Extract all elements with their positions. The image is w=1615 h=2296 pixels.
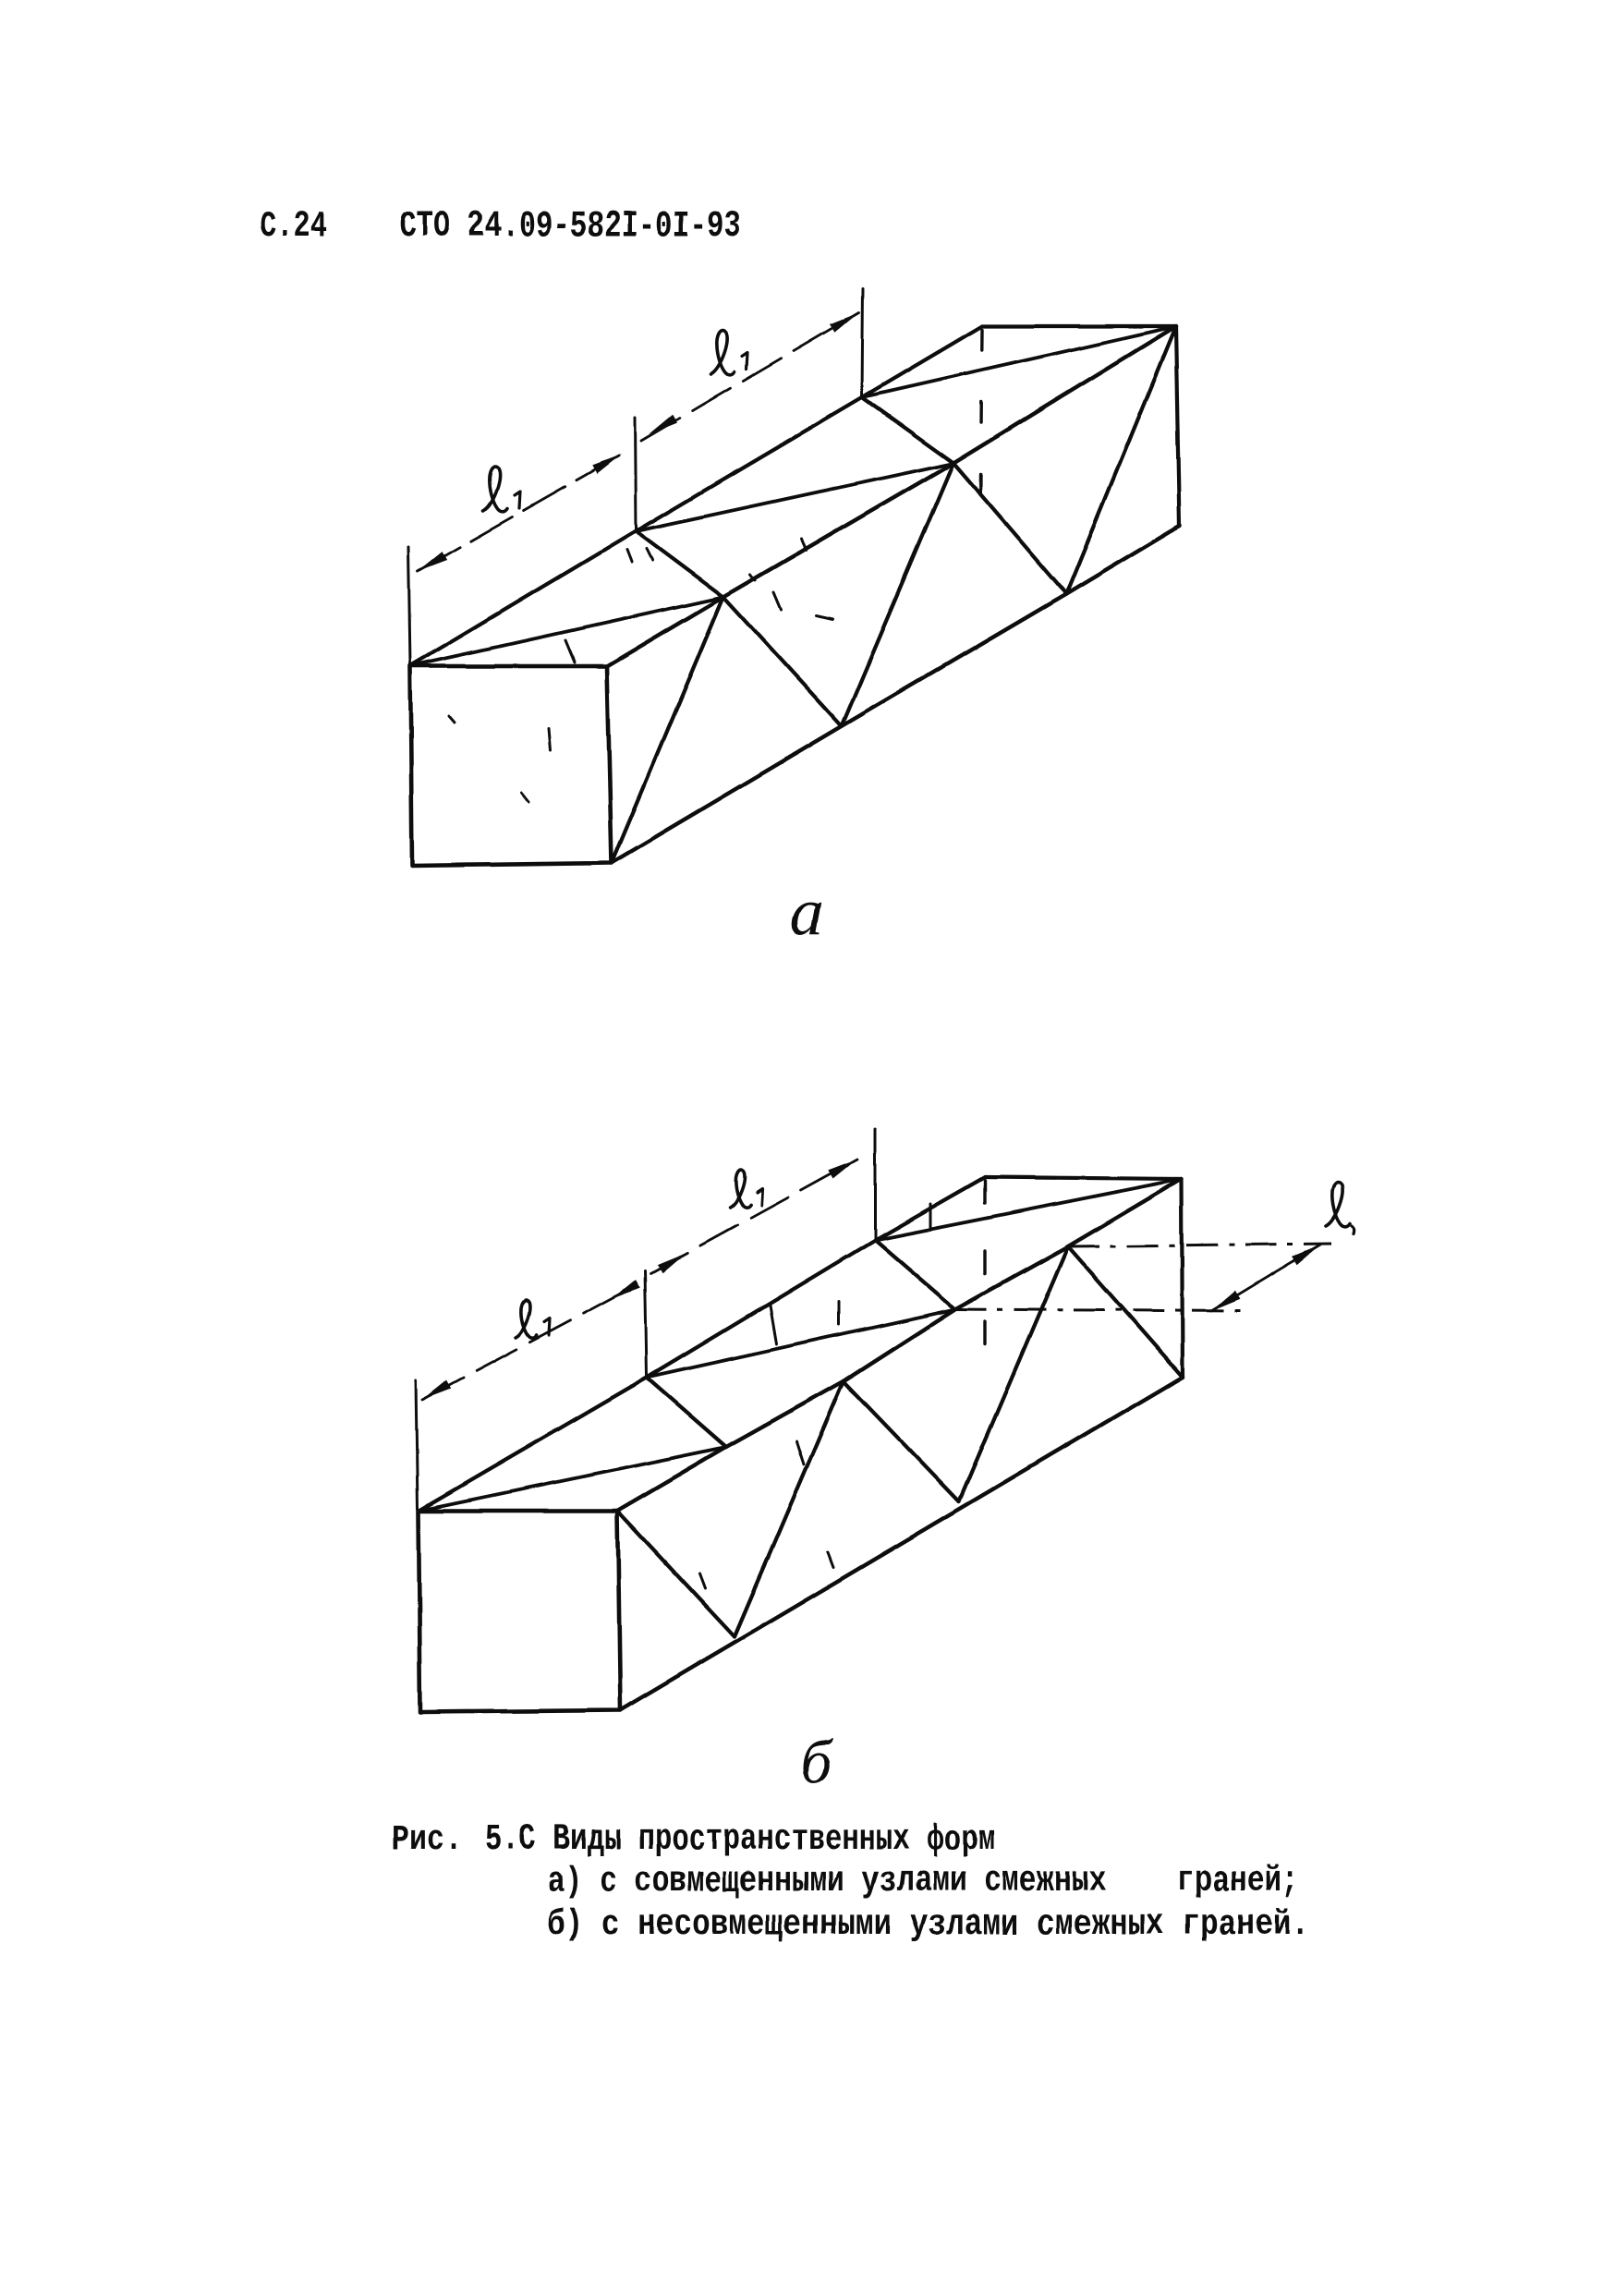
svg-text:5.С Виды пространственных форм: 5.С Виды пространственных форм: [485, 1819, 995, 1860]
svg-text:Рис.: Рис.: [392, 1819, 462, 1860]
svg-text:а: а: [790, 874, 824, 950]
svg-text:СТО 24.09-582I-0I-93: СТО 24.09-582I-0I-93: [399, 206, 741, 248]
svg-text:б: б: [800, 1727, 834, 1797]
svg-text:С.24: С.24: [260, 206, 327, 248]
svg-text:а) с совмещенными узлами смежн: а) с совмещенными узлами смежных граней;: [547, 1861, 1299, 1901]
svg-text:б) с несовмещенными узлами сме: б) с несовмещенными узлами смежных гране…: [547, 1904, 1309, 1945]
